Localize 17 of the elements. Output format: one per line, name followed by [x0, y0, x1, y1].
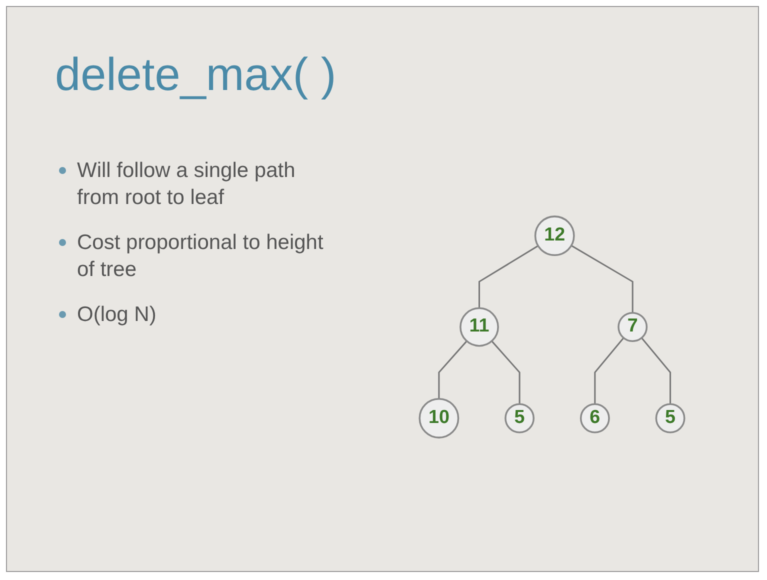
node-circle: 11: [460, 307, 499, 347]
connector: [478, 245, 538, 308]
connector: [594, 337, 624, 404]
bullet-text: Will follow a single path from root to leaf: [77, 159, 296, 209]
node-circle: 12: [534, 216, 575, 256]
connector: [641, 337, 672, 404]
node-circle: 7: [618, 312, 648, 342]
bullet-text: O(log N): [77, 303, 156, 326]
bullet-text: Cost proportional to height of tree: [77, 231, 324, 281]
slide-title: delete_max( ): [55, 47, 336, 101]
node-circle: 5: [504, 403, 535, 434]
node-circle: 6: [580, 403, 610, 434]
node-circle: 5: [655, 403, 686, 434]
connector: [491, 340, 520, 404]
connector: [570, 244, 634, 313]
node-circle: 10: [418, 398, 460, 438]
connector: [438, 340, 468, 399]
